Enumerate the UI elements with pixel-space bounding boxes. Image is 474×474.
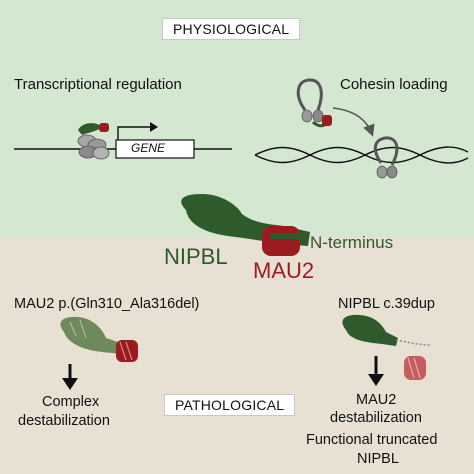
transcription-start-arrow bbox=[117, 126, 150, 140]
cohesin-ring bbox=[296, 78, 323, 111]
right-result-line2: destabilization bbox=[330, 410, 422, 426]
gene-box bbox=[115, 139, 195, 159]
mau2-small bbox=[99, 123, 109, 132]
mau2-label: MAU2 bbox=[253, 258, 315, 283]
pathological-label: PATHOLOGICAL bbox=[164, 394, 296, 416]
left-result-line1: Complex bbox=[42, 394, 100, 410]
nipbl-small bbox=[78, 123, 102, 135]
dna-strand-2 bbox=[254, 146, 469, 164]
dna-strand-1 bbox=[254, 146, 469, 164]
cohesin-subunit bbox=[92, 146, 110, 160]
left-mutation-title: MAU2 p.(Gln310_Ala316del) bbox=[14, 296, 200, 312]
loading-arrow bbox=[332, 107, 375, 137]
cohesin-loading-illustration bbox=[254, 78, 469, 179]
cohesin-title: Cohesin loading bbox=[340, 76, 448, 93]
nterminus-label: N-terminus bbox=[310, 233, 394, 252]
transcription-illustration bbox=[14, 122, 232, 160]
nipbl-mau2-complex bbox=[181, 194, 310, 256]
right-result-line4: NIPBL bbox=[357, 451, 399, 467]
pathological-panel bbox=[0, 237, 474, 474]
right-result-line1: MAU2 bbox=[356, 392, 397, 408]
gene-label: GENE bbox=[131, 141, 166, 155]
nipbl-truncation-complex bbox=[342, 314, 431, 386]
mau2-shape bbox=[262, 226, 300, 256]
right-mutation-title: NIPBL c.39dup bbox=[338, 296, 435, 312]
mau2-deletion-complex bbox=[60, 316, 138, 390]
right-result-line3: Functional truncated bbox=[306, 432, 438, 448]
physiological-label: PHYSIOLOGICAL bbox=[162, 18, 301, 40]
transcription-title: Transcriptional regulation bbox=[14, 76, 182, 93]
loaded-cohesin-ring bbox=[373, 136, 399, 166]
nipbl-label: NIPBL bbox=[164, 244, 228, 269]
left-result-line2: destabilization bbox=[18, 413, 110, 429]
arrow-head bbox=[150, 122, 158, 132]
